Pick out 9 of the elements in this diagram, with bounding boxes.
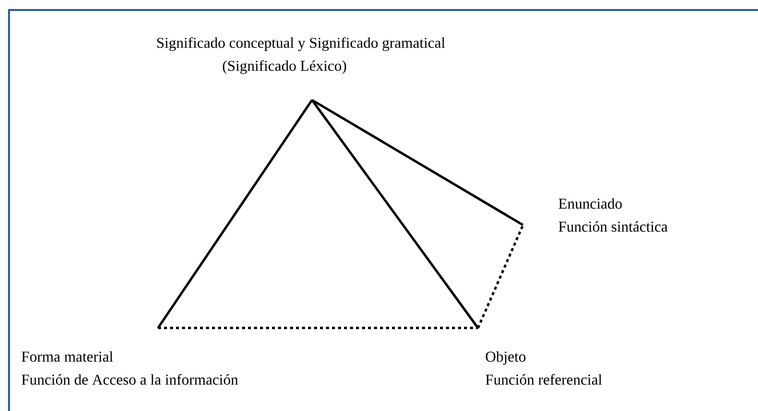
line [157,99,313,329]
vertex-label: Forma material Función de Acceso a la información [22,351,238,385]
vertex-label: Objeto Función referencial [486,351,602,385]
vertex-label: Enunciado Función sintáctica [558,198,668,232]
line [158,326,478,330]
line [311,98,524,226]
line [311,99,479,329]
line [476,224,524,328]
vertex-label: Significado conceptual y Significado gramatical (Significado Léxico) [157,37,446,74]
